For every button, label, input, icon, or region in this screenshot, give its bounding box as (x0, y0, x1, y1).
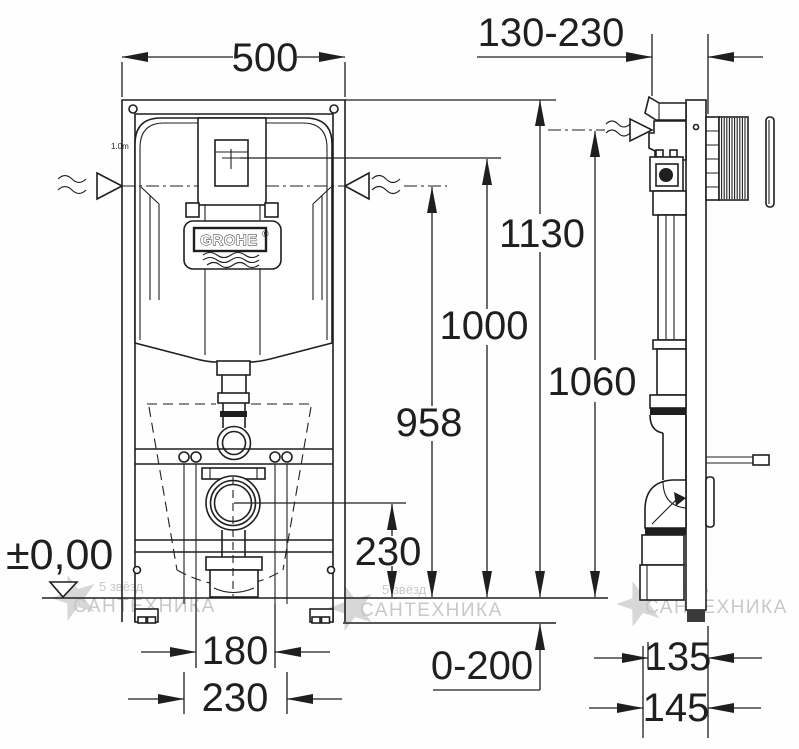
dim-side-height: 1060 (548, 360, 637, 404)
dim-bolt-outer: 230 (202, 676, 269, 720)
star-watermark-icon (328, 585, 372, 631)
wall-section (705, 116, 749, 201)
grohe-waves-icon (202, 251, 260, 269)
dim-bolt-inner: 180 (202, 629, 269, 673)
level-mark-icon (48, 581, 79, 599)
water-supply-icon-side (548, 117, 654, 143)
side-view (548, 95, 775, 622)
watermark-group-center: 5 звёзд САНТЕХНИКА (328, 582, 503, 631)
side-foot (687, 610, 705, 622)
flush-plate (765, 116, 775, 208)
wall-hook (644, 95, 687, 121)
dim-drain-height: 230 (355, 530, 422, 574)
wall-anchor-rod (705, 454, 770, 528)
water-supply-icon (57, 171, 447, 201)
front-view: GROHE ® (57, 99, 447, 624)
watermark-text-big: САНТЕХНИКА (360, 600, 503, 621)
watermark-text-big: САНТЕХНИКА (645, 597, 788, 618)
corner-screw-hole (329, 104, 339, 114)
grohe-logo: GROHE ® (183, 220, 282, 270)
dim-depth-range: 130-230 (478, 11, 625, 55)
dim-width-top: 500 (232, 36, 299, 80)
floor-lines (42, 597, 608, 624)
watermark-text-big: САНТЕХНИКА (73, 596, 216, 617)
dimensions: 500 130-230 1130 1000 958 1060 230 ±0,00 (6, 11, 763, 738)
dim-actuator-height: 1000 (440, 304, 529, 348)
water-level-note: 1.0m (111, 142, 129, 151)
dim-side-depth-pipe: 145 (643, 686, 710, 730)
corner-screw-hole (128, 104, 138, 114)
dim-side-depth-elbow: 135 (645, 635, 712, 679)
drain-outlet (201, 467, 266, 598)
frame-feet (132, 565, 336, 624)
brand-text: GROHE (200, 232, 258, 249)
registered-mark: ® (262, 229, 269, 239)
drain-elbow (639, 479, 687, 601)
wc-pan-outline (147, 403, 313, 586)
floor-level-label: ±0,00 (6, 531, 113, 579)
star-watermark-icon (616, 581, 660, 627)
dim-floor-range: 0-200 (431, 644, 533, 688)
watermark-text-small: 5 звёзд (382, 582, 427, 597)
side-rail (685, 99, 707, 611)
flush-pipe (216, 360, 252, 461)
dim-frame-height: 1130 (499, 212, 585, 256)
fixing-bolts (178, 451, 293, 604)
actuator-unit (649, 149, 684, 199)
dim-inlet-height: 958 (396, 401, 463, 445)
